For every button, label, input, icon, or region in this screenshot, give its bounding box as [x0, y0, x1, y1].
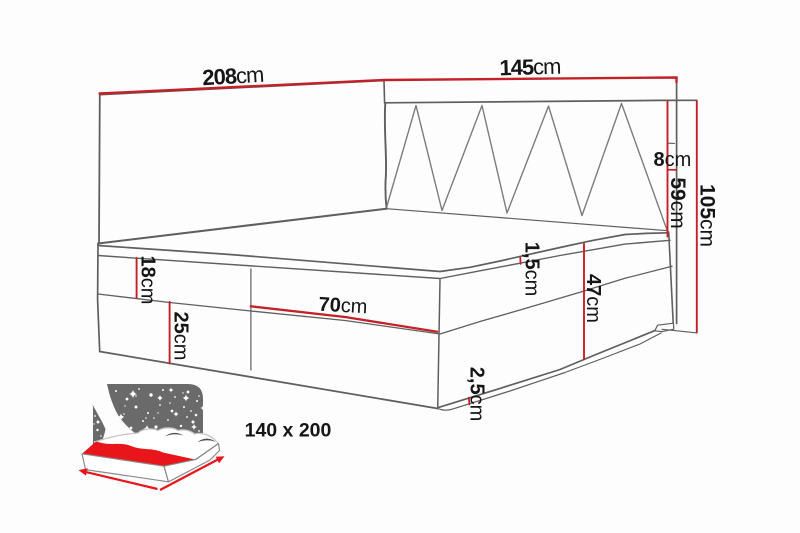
svg-text:208cm: 208cm: [202, 62, 264, 90]
svg-text:59cm: 59cm: [666, 177, 689, 228]
svg-text:25cm: 25cm: [170, 312, 192, 361]
svg-text:145cm: 145cm: [499, 54, 561, 81]
svg-text:47cm: 47cm: [582, 274, 604, 323]
svg-text:140 x 200: 140 x 200: [245, 420, 332, 442]
svg-text:2,5cm: 2,5cm: [466, 367, 488, 421]
svg-text:8cm: 8cm: [654, 149, 692, 171]
svg-text:1,5cm: 1,5cm: [521, 242, 543, 296]
svg-text:18cm: 18cm: [137, 256, 159, 305]
svg-text:70cm: 70cm: [318, 294, 368, 319]
svg-text:105cm: 105cm: [696, 184, 719, 247]
